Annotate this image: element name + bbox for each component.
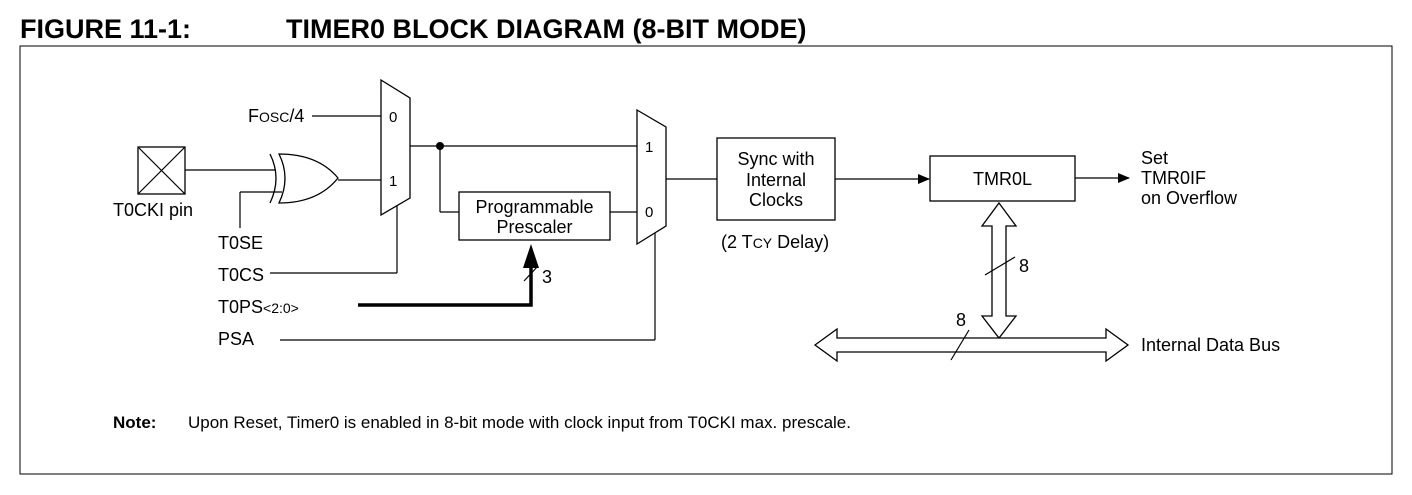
fosc-label: FOSC/4: [248, 106, 304, 126]
vertical-bus-width: 8: [1019, 256, 1029, 276]
t0ps-bus-width-slash: [523, 265, 539, 282]
t0ps-bus-width: 3: [542, 267, 552, 287]
t0cki-pin-icon: [137, 146, 186, 195]
t0cki-pin-label: T0CKI pin: [113, 200, 193, 220]
tmr0l-label: TMR0L: [973, 169, 1032, 189]
programmable-prescaler-block: [458, 191, 611, 241]
t0cs-label: T0CS: [218, 265, 264, 285]
tmr0l-register: [929, 155, 1076, 202]
t0ps-arrowhead: [523, 244, 539, 268]
figure-frame: [19, 45, 1393, 475]
internal-data-bus-arrow: [813, 327, 1130, 363]
sync-delay-label: (2 TCY Delay): [721, 232, 829, 252]
sync-internal-clocks-block: [716, 137, 836, 221]
output-label-line1: Set: [1141, 148, 1168, 168]
clock-select-mux: [380, 78, 411, 217]
prescaler-label-line1: Programmable: [475, 197, 593, 217]
prescaler-assign-mux: [636, 108, 667, 246]
sync-label-line1: Sync with: [737, 149, 814, 169]
vertical-bus-width-slash: [984, 256, 1016, 276]
output-label-line2: TMR0IF: [1141, 168, 1206, 188]
horizontal-bus-width: 8: [956, 310, 966, 330]
mux1-input0-label: 0: [389, 109, 397, 126]
mux1-input1-label: 1: [389, 173, 397, 190]
internal-data-bus-label: Internal Data Bus: [1141, 335, 1280, 355]
mux2-input0-label: 0: [645, 204, 653, 221]
horizontal-bus-width-slash: [950, 329, 970, 361]
t0ps-label: T0PS<2:0>: [218, 297, 299, 317]
prescaler-label-line2: Prescaler: [496, 217, 572, 237]
t0ps-bus: [358, 256, 533, 307]
output-label-line3: on Overflow: [1141, 188, 1238, 208]
figure-number: FIGURE 11-1:: [20, 14, 192, 44]
t0se-label: T0SE: [218, 233, 263, 253]
figure-title: TIMER0 BLOCK DIAGRAM (8-BIT MODE): [286, 14, 807, 44]
note-label: Note:: [113, 413, 156, 432]
sync-label-line3: Clocks: [749, 190, 803, 210]
tmr0l-bus-double-arrow: [980, 201, 1018, 340]
note-text: Upon Reset, Timer0 is enabled in 8-bit m…: [188, 413, 851, 432]
sync-label-line2: Internal: [746, 170, 806, 190]
xor-gate-icon: [269, 153, 339, 204]
mux2-input1-label: 1: [645, 139, 653, 156]
psa-label: PSA: [218, 329, 254, 349]
